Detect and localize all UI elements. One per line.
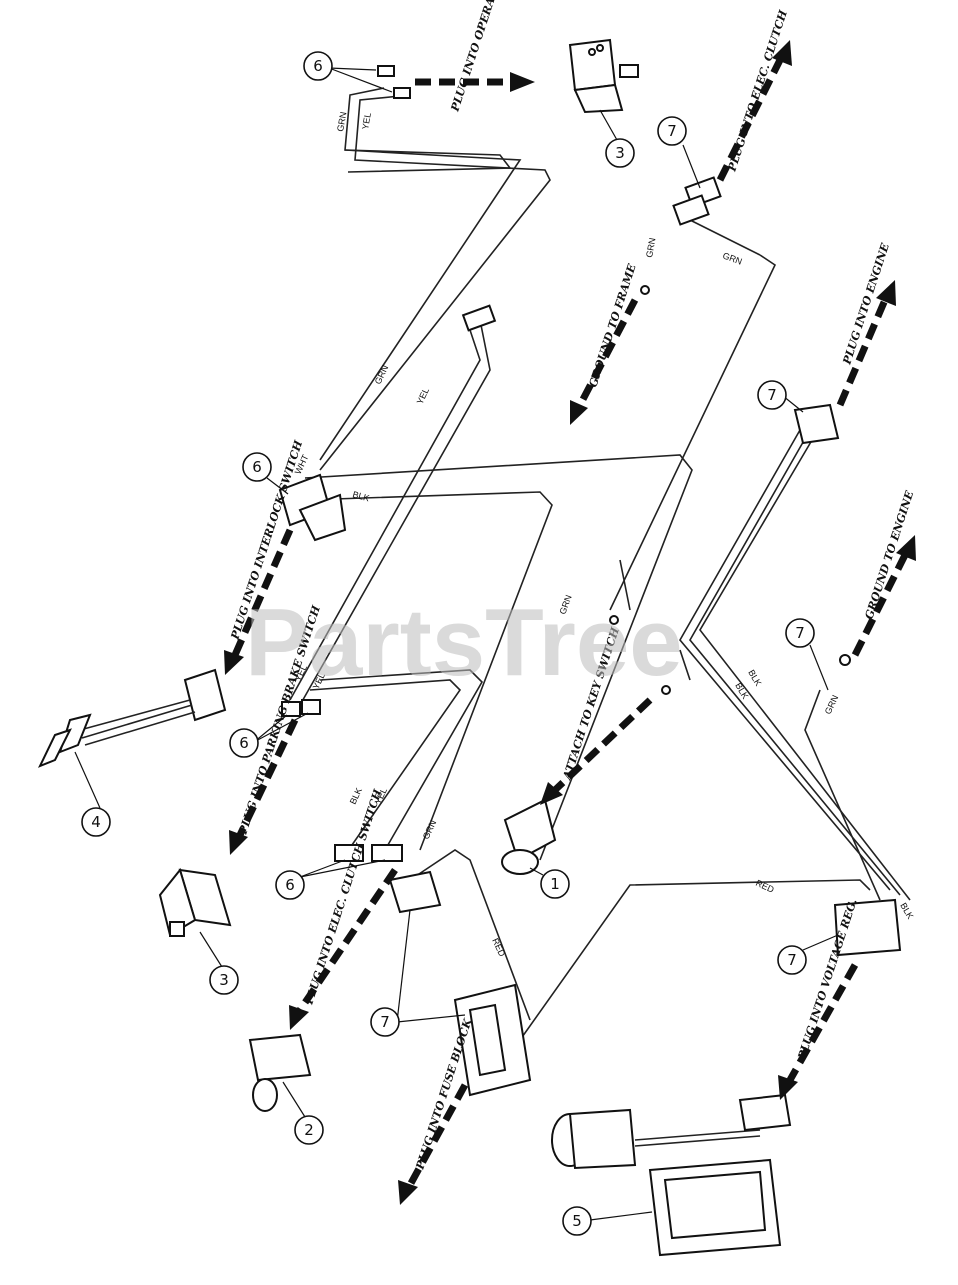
wire-label-grn-7: GRN (823, 693, 841, 715)
elec-clutch-connector (640, 176, 722, 295)
inline-connector (461, 304, 497, 332)
key-switch-ring (661, 685, 671, 695)
watermark: PartsTree (245, 589, 683, 696)
engine-connector (793, 403, 840, 445)
interlock-switch (37, 668, 227, 768)
callout-7-voltage: 7 (777, 945, 807, 975)
note-elec-clutch-top: PLUG INTO ELEC. CLUTCH (725, 8, 790, 174)
wire-label-red-1: RED (754, 878, 776, 895)
callout-6-parking: 6 (229, 728, 259, 758)
wire-label-grn-4: GRN (644, 237, 657, 258)
ground-engine-ring (839, 654, 851, 666)
wire-label-grn-6: GRN (421, 818, 439, 840)
svg-text:1: 1 (550, 875, 560, 893)
callout-6-lower: 6 (275, 870, 305, 900)
note-ground-frame: GROUND TO FRAME (586, 262, 638, 389)
callout-3-top: 3 (605, 138, 635, 168)
wire-label-blk-3: BLK (746, 668, 763, 688)
elec-clutch-switch (248, 1033, 312, 1112)
blk-yel-connectors (334, 844, 403, 862)
svg-text:7: 7 (787, 951, 797, 969)
svg-text:7: 7 (795, 624, 805, 642)
callouts: 6 3 7 7 6 4 6 3 2 7 1 6 7 7 5 (74, 51, 839, 1236)
callout-7-clutch: 7 (657, 116, 687, 146)
callout-3-parking: 3 (209, 965, 239, 995)
plug-arrows (224, 40, 916, 1205)
wire-label-blk-5: BLK (898, 901, 915, 921)
svg-text:6: 6 (313, 57, 323, 75)
note-elec-clutch-switch: PLUG INTO ELEC. CLUTCH SWITCH (302, 787, 384, 1007)
svg-text:7: 7 (380, 1013, 390, 1031)
svg-text:4: 4 (91, 813, 101, 831)
svg-text:6: 6 (285, 876, 295, 894)
fuse-block-connector (388, 870, 442, 914)
callout-1: 1 (540, 869, 570, 899)
ground-frame-ring (609, 615, 619, 625)
wire-label-yel-2: YEL (415, 386, 431, 406)
note-operator-presence: PLUG INTO OPERATOR PRESENCE SWITCH (448, 0, 546, 114)
callout-7-engine: 7 (757, 380, 787, 410)
voltage-regulator (551, 1093, 792, 1257)
wire-label-blk-1: BLK (351, 489, 370, 503)
callout-6-interlock: 6 (242, 452, 272, 482)
callout-7-fuse: 7 (370, 1007, 400, 1037)
key-switch (501, 798, 557, 875)
svg-text:7: 7 (667, 122, 677, 140)
parking-brake-connectors (281, 699, 321, 717)
wire-label-grn-2: GRN (373, 363, 391, 385)
wire-label-grn-3: GRN (721, 250, 743, 266)
svg-text:6: 6 (252, 458, 262, 476)
svg-text:2: 2 (304, 1121, 314, 1139)
svg-text:7: 7 (767, 386, 777, 404)
note-fuse-block: PLUG INTO FUSE BLOCK (413, 1017, 474, 1172)
parking-brake-switch (158, 867, 232, 937)
svg-text:3: 3 (219, 971, 229, 989)
wire-harness (289, 87, 911, 1041)
interlock-connector (278, 473, 347, 542)
callout-5: 5 (562, 1206, 592, 1236)
svg-text:3: 3 (615, 144, 625, 162)
callout-6-top: 6 (303, 51, 333, 81)
svg-text:5: 5 (572, 1212, 582, 1230)
fuse-block (453, 983, 532, 1097)
callout-4: 4 (81, 807, 111, 837)
wire-label-yel-1: YEL (360, 112, 373, 130)
callout-2: 2 (294, 1115, 324, 1145)
svg-text:6: 6 (239, 734, 249, 752)
operator-presence-switch (568, 38, 639, 114)
connector-top (377, 65, 411, 99)
wire-label-blk-4: BLK (733, 681, 750, 701)
voltage-reg-connector (833, 898, 902, 957)
callout-7-ground-engine: 7 (785, 618, 815, 648)
wire-label-grn-1: GRN (335, 111, 348, 132)
wire-label-blk-2: BLK (348, 786, 364, 806)
